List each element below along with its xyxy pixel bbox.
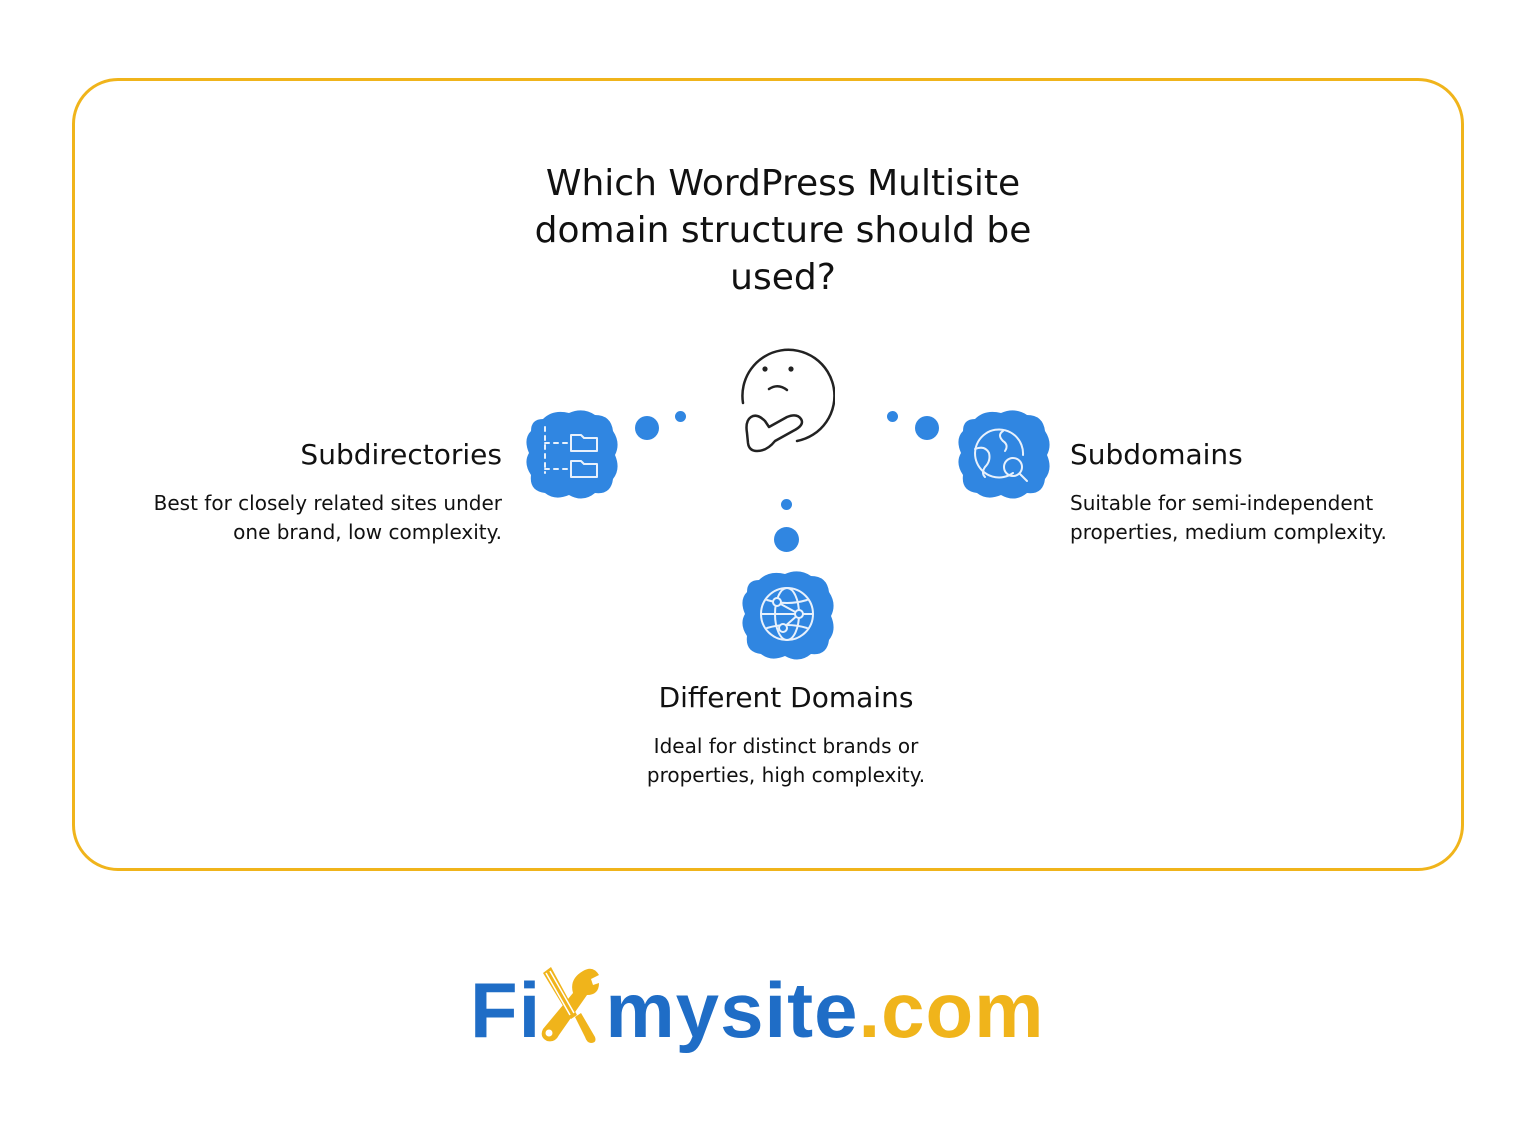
option-subdomains: Subdomains Suitable for semi-independent… (1070, 438, 1450, 547)
globe-network-icon (742, 571, 834, 660)
option-description: Best for closely related sites under (153, 491, 502, 515)
option-description: Ideal for distinct brands or (653, 734, 919, 758)
diagram-frame (72, 78, 1464, 871)
logo-text-fi: Fi (470, 966, 542, 1054)
option-description: properties, high complexity. (646, 763, 926, 787)
option-title: Different Domains (658, 681, 914, 714)
thinking-face-icon (741, 348, 835, 453)
connector-dot (781, 499, 792, 510)
option-subdirectories: Subdirectories Best for closely related … (100, 438, 502, 547)
connector-dot (774, 527, 799, 552)
option-title: Subdirectories (300, 438, 502, 471)
option-title: Subdomains (1070, 438, 1243, 471)
option-different-domains: Different Domains Ideal for distinct bra… (586, 681, 986, 790)
folder-tree-icon (526, 410, 618, 499)
connector-dot (887, 411, 898, 422)
diagram-title: Which WordPress Multisite domain structu… (534, 163, 1032, 298)
fixmysite-logo: Fi mysite.com (470, 965, 1045, 1055)
logo-text-mysite: mysite (605, 966, 859, 1054)
logo-text-com: .com (858, 966, 1045, 1054)
option-description: Suitable for semi-independent (1070, 491, 1374, 515)
wrench-screwdriver-icon (541, 967, 600, 1043)
globe-search-icon (958, 410, 1050, 499)
connector-dot (675, 411, 686, 422)
connector-dot (635, 416, 659, 440)
option-description: properties, medium complexity. (1070, 520, 1387, 544)
connector-dot (915, 416, 939, 440)
option-description: one brand, low complexity. (233, 520, 502, 544)
